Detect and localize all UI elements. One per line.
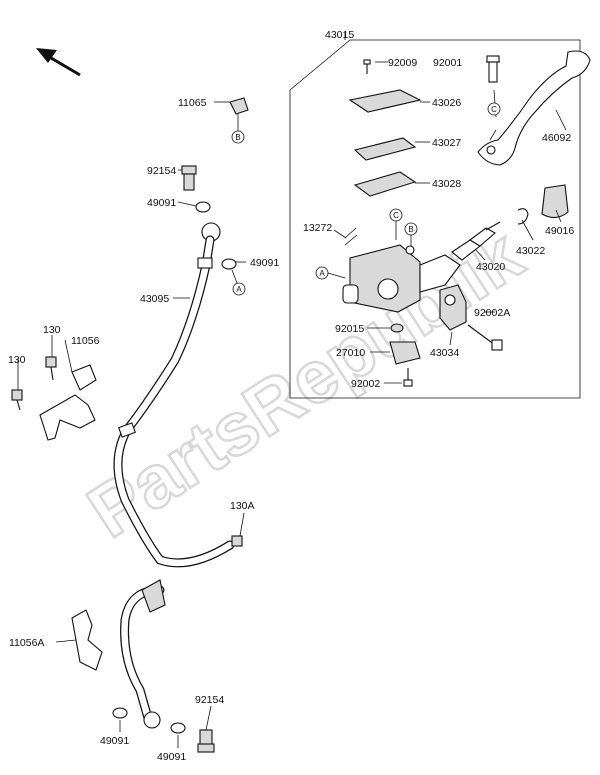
pivot-bolt [486, 55, 500, 83]
part-label: 92009 [388, 57, 417, 69]
banjo-bolt-top [181, 165, 197, 191]
part-label: 13272 [303, 222, 332, 234]
ref-circle-a1: A [315, 266, 329, 280]
washer-bottom-1 [112, 707, 128, 719]
part-label: 43020 [476, 261, 505, 273]
part-label: 130A [230, 500, 255, 512]
ref-circle-b2: B [404, 222, 418, 236]
part-label: 11056 [71, 335, 100, 347]
part-label: 130 [8, 354, 26, 366]
assembly-frame [289, 39, 581, 399]
banjo-bolt-bottom [197, 729, 215, 753]
part-label: 92015 [335, 323, 364, 335]
svg-text:C: C [393, 211, 399, 220]
part-label: 43022 [516, 245, 545, 257]
part-label: 130 [43, 324, 61, 336]
reservoir-cap [348, 89, 422, 113]
clamp-bolt [467, 324, 503, 351]
ref-circle-b1: B [231, 130, 245, 144]
part-label: 11065 [178, 97, 207, 109]
front-direction-arrow-icon [36, 48, 81, 77]
washer-92015 [390, 323, 404, 333]
part-label: 11056A [9, 637, 44, 649]
svg-text:A: A [319, 269, 325, 278]
washer-bottom-2 [170, 722, 186, 734]
washer-top-2 [221, 258, 237, 270]
part-label: 43026 [432, 97, 461, 109]
part-label: 49091 [250, 257, 279, 269]
brake-switch [389, 341, 421, 365]
part-label: 92001 [433, 57, 462, 69]
part-label: 43015 [325, 29, 354, 41]
reservoir-plate [353, 137, 417, 161]
circlip [517, 208, 529, 225]
part-label: 43034 [430, 347, 459, 359]
screw-92009 [363, 59, 371, 74]
part-label: 46092 [542, 132, 571, 144]
part-label: 92002 [351, 378, 380, 390]
brake-lever [477, 50, 591, 166]
piston-kit [451, 221, 501, 261]
hose-guide [141, 579, 166, 613]
part-label: 92154 [195, 694, 224, 706]
part-label: 49091 [100, 735, 129, 747]
bracket-11056A [71, 609, 103, 671]
svg-text:B: B [235, 133, 240, 142]
bolt-130-a [45, 356, 57, 381]
screw-13272 [344, 227, 358, 246]
bolt-130-b [11, 389, 23, 411]
part-label: 92002A [474, 307, 510, 319]
screw-92002 [403, 368, 413, 387]
washer-top-1 [195, 201, 211, 213]
part-label: 27010 [336, 347, 365, 359]
reservoir-diaphragm [353, 171, 417, 197]
part-label: 43095 [140, 293, 169, 305]
part-label: 49091 [147, 197, 176, 209]
part-label: 92154 [147, 165, 176, 177]
dust-boot [541, 184, 569, 219]
part-label: 49016 [545, 225, 574, 237]
ref-circle-c2: C [389, 208, 403, 222]
bracket-11056 [39, 394, 96, 441]
bleeder-cap [229, 97, 249, 115]
bolt-130A [231, 535, 243, 547]
part-label: 49091 [157, 751, 186, 763]
part-label: 43027 [432, 137, 461, 149]
part-label: 43028 [432, 178, 461, 190]
svg-text:B: B [408, 225, 413, 234]
master-cylinder-body [342, 244, 461, 313]
ref-circle-c1: C [487, 102, 501, 116]
svg-text:A: A [236, 285, 242, 294]
svg-text:C: C [491, 105, 497, 114]
ref-circle-a2: A [232, 282, 246, 296]
watermark: PartsRepublik [74, 212, 537, 553]
hose-banjo-bottom [143, 711, 161, 729]
